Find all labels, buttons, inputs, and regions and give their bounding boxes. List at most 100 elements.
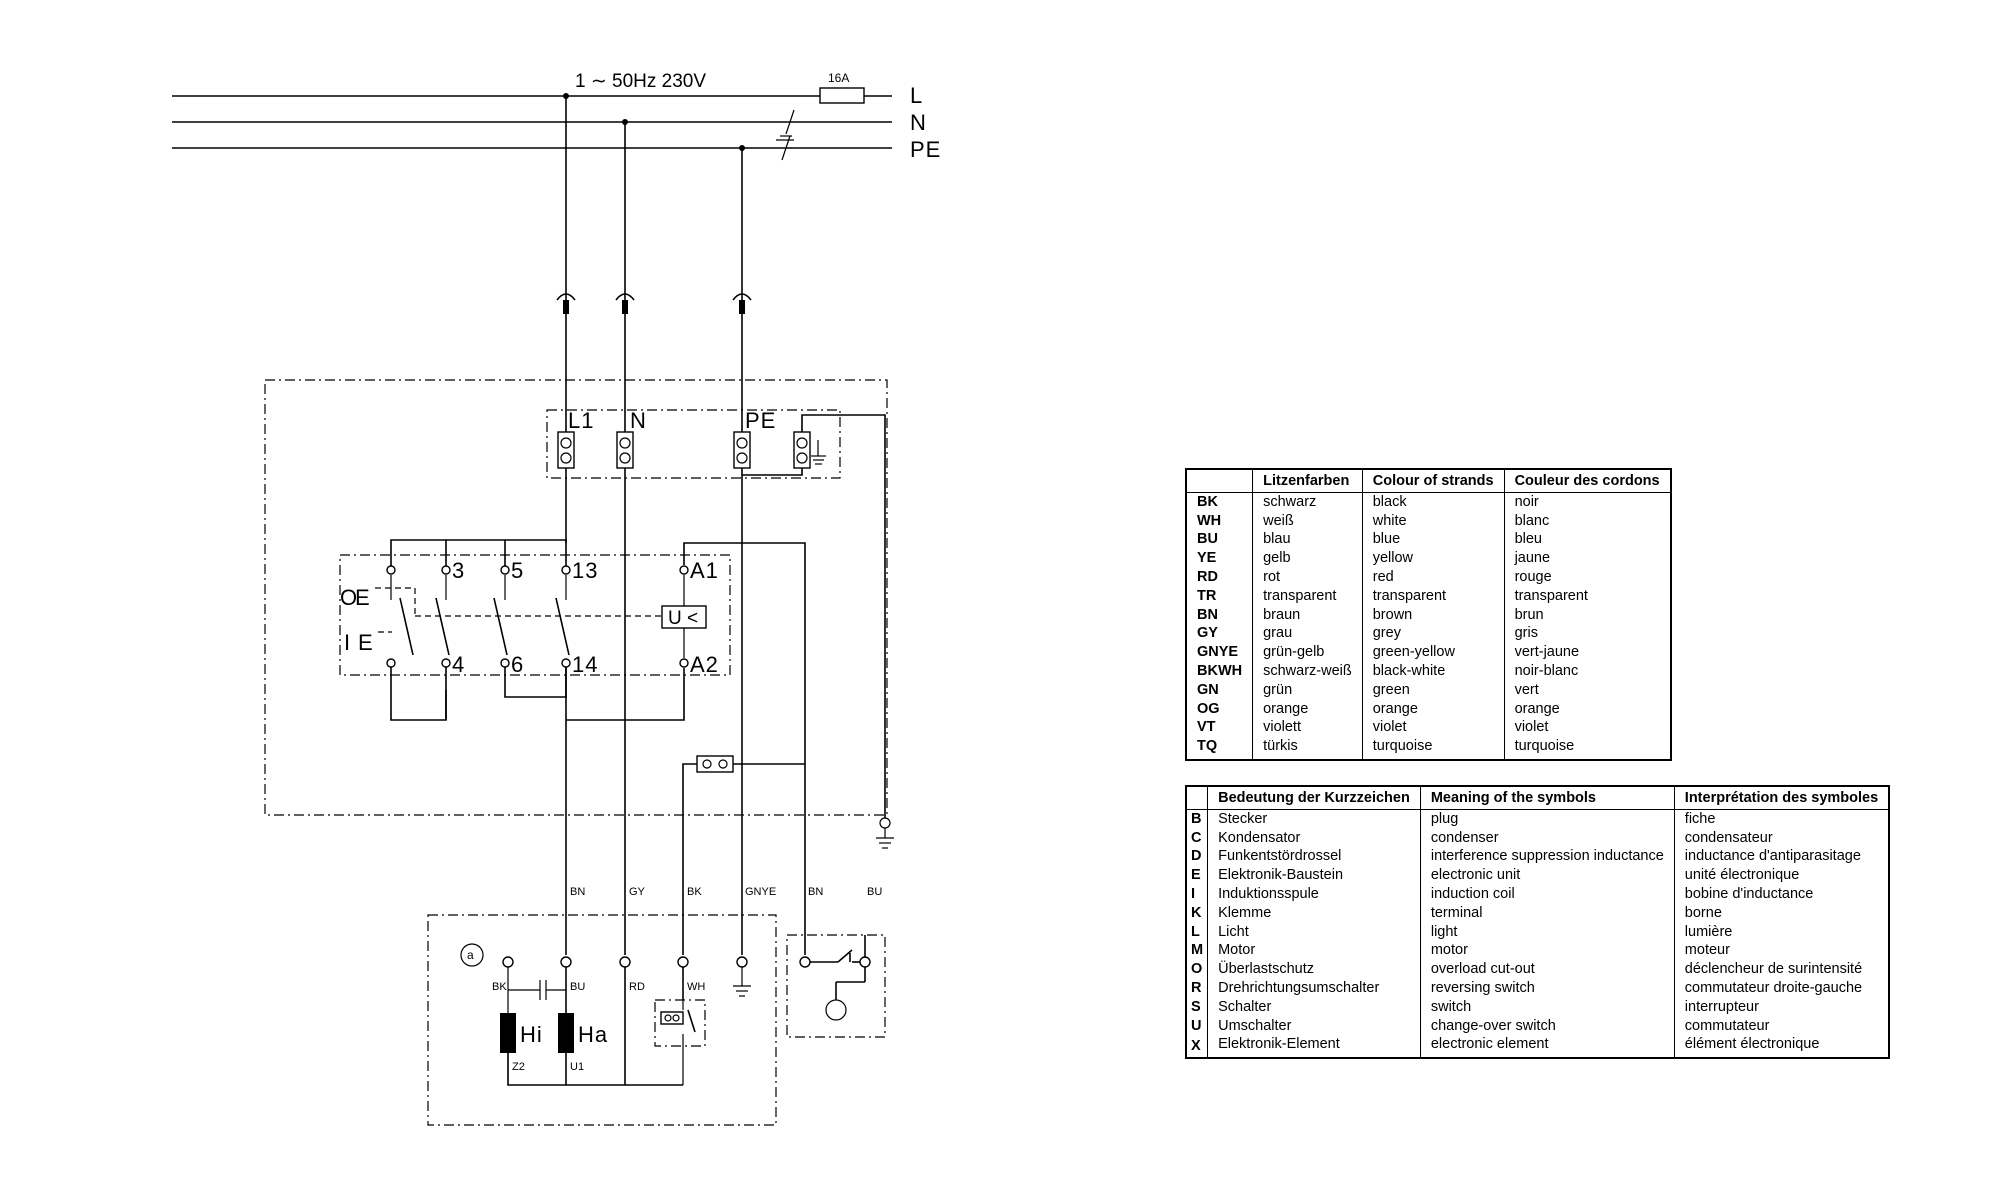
symbol-table-row-french: inductance d'antiparasitage xyxy=(1673,847,1890,867)
contact-14: 14 xyxy=(572,652,598,677)
color-table-row-german: orange xyxy=(1252,699,1363,719)
color-table-row-french: vert-jaune xyxy=(1503,643,1672,663)
wire-label-bn: BN xyxy=(570,886,585,898)
motor-wire-rd: RD xyxy=(629,981,645,993)
symbol-table-row-code: S xyxy=(1185,997,1209,1017)
color-table-row-code: YE xyxy=(1185,549,1254,569)
color-table-row-french: noir xyxy=(1503,492,1672,512)
color-table-row-code: BKWH xyxy=(1185,662,1254,681)
terminal-label-l1: L1 xyxy=(568,408,594,433)
supply-rating: 1 ∼ 50Hz 230V xyxy=(575,71,706,92)
color-table-row-english: turquoise xyxy=(1361,737,1505,761)
color-table-row-french: gris xyxy=(1503,624,1672,644)
color-table-row-english: orange xyxy=(1361,699,1505,719)
color-table-row-german: grau xyxy=(1252,624,1363,644)
symbol-table-row-german: Licht xyxy=(1207,922,1421,942)
symbol-table-row-code: B xyxy=(1185,809,1209,829)
color-table-row-english: white xyxy=(1361,511,1505,531)
housing-wires xyxy=(565,414,894,955)
symbol-table-row-german: Funkentstördrossel xyxy=(1207,847,1421,867)
motor-wire-wh: WH xyxy=(687,981,705,993)
color-table-row-french: blanc xyxy=(1503,511,1672,531)
symbol-table-row-english: reversing switch xyxy=(1419,979,1675,998)
symbol-table-row-german: Elektronik-Element xyxy=(1207,1035,1421,1059)
symbol-table-row-english: light xyxy=(1419,922,1675,942)
symbol-table-row-french: unité électronique xyxy=(1673,866,1890,886)
color-table-row-code: GY xyxy=(1185,624,1254,644)
terminal-label-pe: PE xyxy=(745,408,776,433)
symbol-table-row-code: R xyxy=(1185,979,1209,998)
color-table-row-code: BK xyxy=(1185,492,1254,512)
terminal-block: L1 N PE xyxy=(546,408,841,479)
symbol-table-row-english: terminal xyxy=(1419,903,1675,923)
color-table-row-code: WH xyxy=(1185,511,1254,531)
color-table-row-english: violet xyxy=(1361,718,1505,738)
terminal-label-n: N xyxy=(630,408,647,433)
color-table-row-german: schwarz xyxy=(1252,492,1363,512)
color-table-row-code: VT xyxy=(1185,718,1254,738)
motor-symbol xyxy=(460,943,484,967)
thermal-link xyxy=(682,755,805,955)
color-table-row-german: türkis xyxy=(1252,737,1363,761)
switch-contact-block: O I E E 3 5 13 A1 4 6 14 A2 xyxy=(339,539,806,955)
color-table-row-french: violet xyxy=(1503,718,1672,738)
color-table-header-en: Colour of strands xyxy=(1361,468,1505,493)
supply-lines: 16A 1 ∼ 50Hz 230V L N PE xyxy=(172,71,940,162)
symbol-table-row-german: Umschalter xyxy=(1207,1016,1421,1036)
symbol-table-row-german: Klemme xyxy=(1207,903,1421,923)
symbol-table-row-code: I xyxy=(1185,885,1209,904)
wiring-schematic: 16A 1 ∼ 50Hz 230V L N PE L1 N PE xyxy=(172,71,940,1126)
contact-6: 6 xyxy=(511,652,524,677)
wire-label-gnye: GNYE xyxy=(745,886,776,898)
color-table-row-code: BN xyxy=(1185,605,1254,625)
symbol-table-row-code: X xyxy=(1185,1035,1209,1059)
motor-unit: a BK BU Hi Ha Z2 U1 RD WH xyxy=(427,914,777,1126)
color-table-row-french: brun xyxy=(1503,605,1672,625)
color-table-row-english: brown xyxy=(1361,605,1505,625)
color-table-row-french: transparent xyxy=(1503,586,1672,606)
fuse-label: 16A xyxy=(828,71,849,85)
symbol-table-row-english: condenser xyxy=(1419,828,1675,848)
color-table-row-code: TQ xyxy=(1185,737,1254,761)
symbol-table-row-german: Schalter xyxy=(1207,997,1421,1017)
switch-position-on: I xyxy=(344,630,351,655)
color-table-row-code: GN xyxy=(1185,680,1254,700)
symbol-table-row-german: Motor xyxy=(1207,941,1421,961)
symbol-table-row-french: lumière xyxy=(1673,922,1890,942)
wire-label-bu: BU xyxy=(867,886,882,898)
color-table-row-german: braun xyxy=(1252,605,1363,625)
winding-ha: Ha xyxy=(578,1022,608,1047)
color-table-row-english: yellow xyxy=(1361,549,1505,569)
symbol-table-row-code: C xyxy=(1185,828,1209,848)
symbol-table-row-french: bobine d'inductance xyxy=(1673,885,1890,904)
color-table-row-french: bleu xyxy=(1503,530,1672,550)
symbol-table-header: Bedeutung der Kurzzeichen Meaning of the… xyxy=(1185,785,1890,810)
contact-5: 5 xyxy=(511,558,524,583)
symbol-table-header-fr: Interprétation des symboles xyxy=(1673,785,1890,810)
motor-wire-bk: BK xyxy=(492,981,507,993)
symbol-table-row-english: motor xyxy=(1419,941,1675,961)
symbol-table-row-english: change-over switch xyxy=(1419,1016,1675,1036)
symbol-table-row-english: overload cut-out xyxy=(1419,960,1675,980)
lamp-switch-box xyxy=(786,934,886,1038)
color-table-row-german: grün xyxy=(1252,680,1363,700)
color-table-row-english: black-white xyxy=(1361,662,1505,681)
color-table-row-code: BU xyxy=(1185,530,1254,550)
contact-4: 4 xyxy=(452,652,465,677)
symbol-table-row-code: U xyxy=(1185,1016,1209,1036)
